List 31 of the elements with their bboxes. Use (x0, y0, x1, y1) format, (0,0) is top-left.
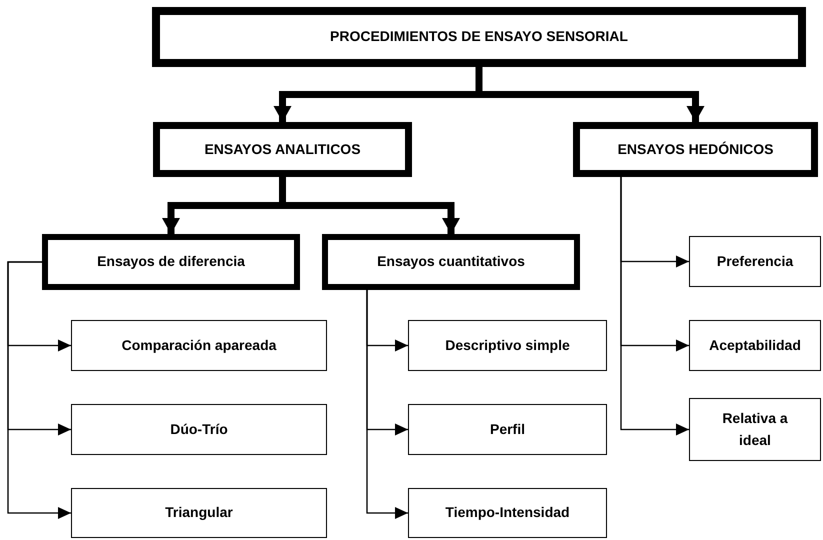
box-label: ENSAYOS ANALITICOS (204, 140, 361, 159)
process-box (153, 122, 412, 177)
box-label: Ensayos cuantitativos (377, 252, 525, 272)
box-label: Descriptivo simple (445, 336, 570, 355)
process-box (42, 234, 300, 290)
box-label: Aceptabilidad (709, 336, 801, 355)
process-box (408, 320, 607, 371)
process-box (573, 122, 818, 177)
box-label: Relativa a ideal (721, 408, 789, 450)
process-box (689, 398, 821, 461)
box-label: Triangular (165, 503, 233, 522)
process-box (71, 488, 327, 538)
box-label: Comparación apareada (122, 336, 276, 355)
process-box (689, 320, 821, 371)
process-box (322, 234, 580, 290)
box-label: Dúo-Trío (170, 420, 228, 439)
box-label: PROCEDIMIENTOS DE ENSAYO SENSORIAL (330, 27, 628, 46)
arrow (620, 177, 689, 436)
box-label: Perfil (490, 420, 525, 439)
process-box (408, 404, 607, 455)
process-box (71, 320, 327, 371)
process-box (152, 7, 806, 67)
box-label: Preferencia (716, 252, 794, 271)
process-box (408, 488, 607, 538)
arrow (366, 290, 408, 519)
process-box (689, 236, 821, 287)
arrow (7, 261, 71, 519)
process-box (71, 404, 327, 455)
box-label: Ensayos de diferencia (97, 252, 245, 272)
box-label: ENSAYOS HEDÓNICOS (618, 140, 774, 159)
box-label: Tiempo-Intensidad (445, 503, 570, 522)
